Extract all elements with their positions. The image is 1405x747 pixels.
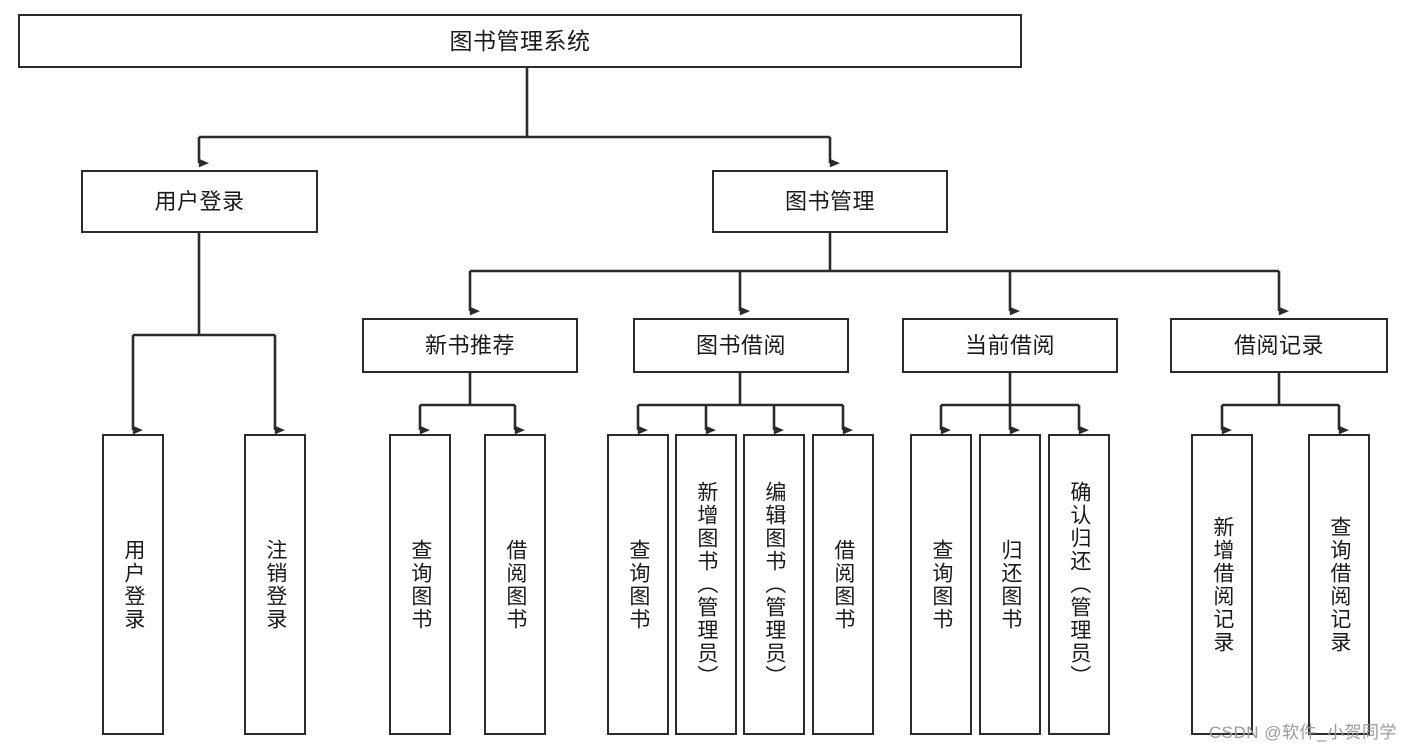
leaf-edit-book-admin[interactable]: 编辑图书（管理员） (743, 434, 805, 735)
node-label: 确认归还（管理员） (1067, 481, 1091, 688)
leaf-borrow-books[interactable]: 借阅图书 (812, 434, 874, 735)
node-label: 查询借阅记录 (1327, 515, 1351, 654)
node-label: 借阅图书 (503, 538, 527, 631)
node-label: 新书推荐 (424, 332, 515, 358)
node-label: 新增借阅记录 (1210, 515, 1234, 654)
node-book-management-module[interactable]: 图书管理 (712, 170, 948, 233)
leaf-return-books[interactable]: 归还图书 (979, 434, 1041, 735)
node-label: 新增图书（管理员） (694, 481, 718, 688)
node-label: 注销登录 (263, 538, 287, 631)
node-label: 图书管理系统 (449, 27, 591, 54)
node-label: 查询图书 (929, 538, 953, 631)
leaf-confirm-return-admin[interactable]: 确认归还（管理员） (1048, 434, 1110, 735)
node-user-login-module[interactable]: 用户登录 (81, 170, 318, 233)
node-label: 查询图书 (408, 538, 432, 631)
leaf-user-login[interactable]: 用户登录 (102, 434, 164, 735)
leaf-query-books-recommend[interactable]: 查询图书 (389, 434, 451, 735)
node-book-borrow[interactable]: 图书借阅 (633, 318, 849, 373)
node-label: 借阅图书 (831, 538, 855, 631)
node-current-borrow[interactable]: 当前借阅 (902, 318, 1118, 373)
leaf-add-borrow-record[interactable]: 新增借阅记录 (1191, 434, 1253, 735)
leaf-query-borrow-record[interactable]: 查询借阅记录 (1308, 434, 1370, 735)
leaf-add-book-admin[interactable]: 新增图书（管理员） (675, 434, 737, 735)
node-label: 图书管理 (784, 188, 875, 214)
node-label: 用户登录 (154, 188, 245, 214)
node-label: 当前借阅 (964, 332, 1055, 358)
node-label: 图书借阅 (695, 332, 786, 358)
node-borrow-records[interactable]: 借阅记录 (1170, 318, 1388, 373)
node-label: 归还图书 (998, 538, 1022, 631)
node-label: 查询图书 (626, 538, 650, 631)
leaf-query-books-borrow[interactable]: 查询图书 (607, 434, 669, 735)
node-new-book-recommend[interactable]: 新书推荐 (362, 318, 578, 373)
node-label: 借阅记录 (1233, 332, 1324, 358)
node-root-system[interactable]: 图书管理系统 (18, 14, 1022, 68)
leaf-borrow-books-recommend[interactable]: 借阅图书 (484, 434, 546, 735)
csdn-watermark: CSDN @软件_小贺同学 (1208, 723, 1397, 742)
node-label: 编辑图书（管理员） (762, 481, 786, 688)
leaf-query-books-current[interactable]: 查询图书 (910, 434, 972, 735)
leaf-logout[interactable]: 注销登录 (244, 434, 306, 735)
node-label: 用户登录 (121, 538, 145, 631)
